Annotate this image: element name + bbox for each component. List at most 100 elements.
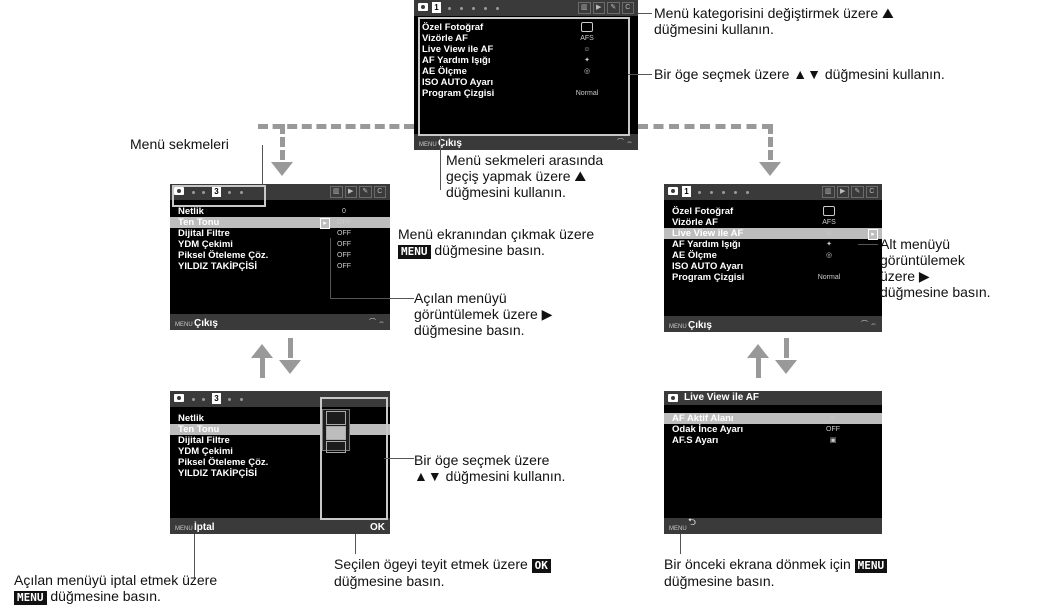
down-arrow-icon xyxy=(759,162,781,176)
menu-items: Özel Fotoğraf Vizörle AF Live View ile A… xyxy=(422,22,494,99)
menu-item: Live View ile AF xyxy=(672,228,744,239)
menu-item: Vizörle AF xyxy=(422,33,468,44)
connector-dash xyxy=(258,124,414,129)
menu-item: Program Çizgisi xyxy=(422,88,495,99)
annotation-exit: Menü ekranından çıkmak üzere MENU düğmes… xyxy=(398,226,658,259)
tab-dot xyxy=(240,191,243,194)
title-bar: Live View ile AF xyxy=(664,391,882,405)
tab-dot xyxy=(734,191,737,194)
menu-key-label: MENU xyxy=(175,526,193,532)
tab-dot xyxy=(698,191,701,194)
connector-dash xyxy=(638,124,772,129)
tab-dot xyxy=(240,398,243,401)
menu-item: YILDIZ TAKİPÇİSİ xyxy=(178,261,257,272)
tab-dot xyxy=(192,191,195,194)
option-icon xyxy=(326,441,346,453)
callout-line xyxy=(262,145,263,185)
option-icon xyxy=(326,426,346,440)
menu-key-label: MENU xyxy=(669,324,687,330)
annotation-text: üzere ▶ xyxy=(880,268,930,284)
callout-line xyxy=(194,534,195,578)
menu-item: AF.S Ayarı xyxy=(672,435,719,446)
connector-dash xyxy=(280,124,285,160)
dropdown-panel xyxy=(322,409,350,453)
tab-bar: 1 ▥▶✎C xyxy=(414,0,638,16)
menu-key-badge: MENU xyxy=(14,591,47,605)
annotation-text: Bir öge seçmek üzere xyxy=(414,452,550,468)
camera-icon xyxy=(668,187,678,195)
annotation-text: görüntülemek xyxy=(880,252,965,268)
annotation-text: düğmesini kullanın. xyxy=(446,184,566,200)
callout-line xyxy=(330,238,331,298)
bottom-left-screen: 3 Netlik Ten Tonu Dijital Filtre YDM Çek… xyxy=(170,391,390,534)
annotation-select-mid: Bir öge seçmek üzere ▲▼ düğmesini kullan… xyxy=(414,452,654,484)
menu-item: AF Yardım Işığı xyxy=(672,239,741,250)
right-arrow-icon: ▸ xyxy=(868,229,878,240)
af-light-icon: ✦ xyxy=(584,57,590,64)
connector-dash xyxy=(260,358,265,378)
menu-item: Live View ile AF xyxy=(422,44,494,55)
annotation-open-pulldown: Açılan menüyü görüntülemek üzere ▶ düğme… xyxy=(414,290,614,338)
annotation-text: geçiş yapmak üzere xyxy=(446,168,571,184)
ok-label: OK xyxy=(370,522,385,533)
dropdown-highlight-frame xyxy=(320,397,388,520)
metering-icon: ◎ xyxy=(583,68,591,75)
menu-items: Özel Fotoğraf Vizörle AF Live View ile A… xyxy=(672,206,744,283)
annotation-text: Açılan menüyü iptal etmek üzere xyxy=(14,572,218,588)
annotation-select-top: Bir öge seçmek üzere ▲▼ düğmesini kullan… xyxy=(654,66,945,82)
tab-dot xyxy=(722,191,725,194)
annotation-back: Bir önceki ekrana dönmek için MENU düğme… xyxy=(664,556,994,589)
menu-value: OFF xyxy=(337,252,351,259)
menu-value: AFS xyxy=(580,35,594,42)
connector-dash xyxy=(756,358,761,378)
bottom-bar: MENU ⮌ xyxy=(664,517,882,534)
tab-bar: 3 ▥▶✎C xyxy=(170,184,390,200)
annotation-text: düğmesine basın. xyxy=(880,284,991,300)
menu-items: AF Aktif Alanı Odak İnce Ayarı AF.S Ayar… xyxy=(672,413,743,446)
menu-item: Odak İnce Ayarı xyxy=(672,424,744,435)
menu-item: AE Ölçme xyxy=(672,250,717,261)
menu-value: OFF xyxy=(337,219,351,226)
callout-line xyxy=(638,13,652,14)
callout-line xyxy=(384,458,414,459)
annotation-text: Bir önceki ekrana dönmek için xyxy=(664,556,851,572)
dial-icon: ⌒ ⇔ xyxy=(369,319,385,326)
menu-item: AE Ölçme xyxy=(422,66,467,77)
annotation-text: düğmesine basın. xyxy=(50,588,161,604)
down-arrow-icon xyxy=(775,360,797,374)
annotation-text: Menü ekranından çıkmak üzere xyxy=(398,226,595,242)
menu-item: Dijital Filtre xyxy=(178,228,230,239)
up-arrow-icon xyxy=(251,344,273,358)
bottom-bar: MENU İptal OK xyxy=(170,518,390,534)
menu-values: AFS ☺ ✦ ◎ Normal xyxy=(572,22,602,99)
menu-item: Ten Tonu xyxy=(178,217,220,228)
cancel-label: İptal xyxy=(194,522,215,533)
camera-icon xyxy=(668,394,678,402)
annotation-text: düğmesine basın. xyxy=(334,573,445,589)
callout-line xyxy=(440,136,441,190)
annotation-text: Alt menüyü xyxy=(880,236,951,252)
tab-number: 3 xyxy=(212,393,221,404)
submenu-title: Live View ile AF xyxy=(684,392,760,403)
menu-item: ISO AUTO Ayarı xyxy=(672,261,744,272)
tab-dot xyxy=(202,191,205,194)
menu-value: 0 xyxy=(342,208,346,215)
menu-item: AF Yardım Işığı xyxy=(422,55,491,66)
bottom-bar: MENU Çıkış ⌒ ⇔ xyxy=(414,134,638,150)
metering-icon: ◎ xyxy=(825,252,833,259)
category-icons: ▥▶✎C xyxy=(578,2,634,14)
exit-label: Çıkış xyxy=(688,320,712,331)
tab-number: 1 xyxy=(682,186,691,197)
exit-label: Çıkış xyxy=(194,318,218,329)
photo-icon xyxy=(814,206,844,217)
menu-key-label: MENU xyxy=(175,322,193,328)
menu-items: Netlik Ten Tonu Dijital Filtre YDM Çekim… xyxy=(178,206,268,272)
tab-dot xyxy=(192,398,195,401)
annotation-text: düğmesine basın. xyxy=(434,242,545,258)
down-arrow-icon xyxy=(271,162,293,176)
selected-row-highlight xyxy=(664,413,882,424)
dial-icon: ⌒ ⇔ xyxy=(617,139,633,146)
annotation-cancel: Açılan menüyü iptal etmek üzere MENU düğ… xyxy=(14,572,314,605)
tab-dot xyxy=(228,398,231,401)
menu-values: 0 OFF OFF OFF OFF OFF xyxy=(330,206,358,272)
